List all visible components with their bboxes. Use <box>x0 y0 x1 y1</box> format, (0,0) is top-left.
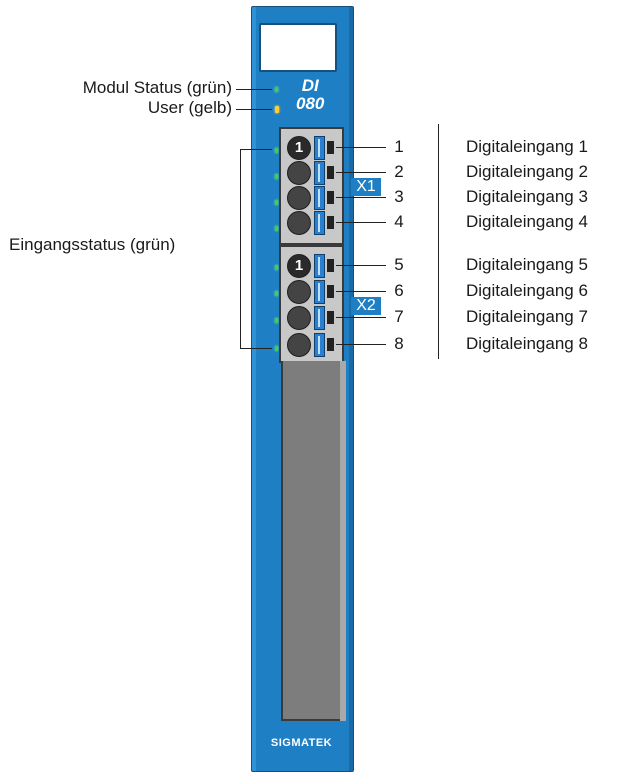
pin-number-2: 2 <box>394 162 404 181</box>
signal-label-7: Digitaleingang 7 <box>466 307 588 326</box>
pin-one-marker: 1 <box>294 257 304 274</box>
user-label: User (gelb) <box>147 98 232 117</box>
input-status-bracket <box>240 149 241 348</box>
pin-number-5: 5 <box>394 255 404 274</box>
pin-5-leader <box>336 265 386 266</box>
terminal-hole-7 <box>287 306 311 330</box>
terminal-hole-2 <box>287 161 311 185</box>
release-lever-4 <box>314 211 325 235</box>
blank-panel <box>281 361 342 721</box>
pin-number-4: 4 <box>394 212 404 231</box>
contact-2 <box>327 166 334 179</box>
signal-label-5: Digitaleingang 5 <box>466 255 588 274</box>
connector-x1-badge: X1 <box>351 178 381 196</box>
input-status-bracket-bottom <box>240 348 272 349</box>
release-lever-3 <box>314 186 325 210</box>
signal-label-2: Digitaleingang 2 <box>466 162 588 181</box>
input-status-bracket-top <box>240 149 272 150</box>
input-led-3 <box>275 200 278 205</box>
input-status-label: Eingangsstatus (grün) <box>9 235 176 254</box>
label-window <box>259 23 337 72</box>
release-lever-5 <box>314 254 325 278</box>
blank-panel-edge <box>340 361 346 721</box>
contact-6 <box>327 285 334 298</box>
input-led-7 <box>275 318 278 323</box>
terminal-hole-8 <box>287 333 311 357</box>
release-lever-2 <box>314 161 325 185</box>
pin-number-7: 7 <box>394 307 404 326</box>
release-lever-7 <box>314 306 325 330</box>
module-title-line2: 080 <box>296 94 325 113</box>
module-status-led <box>275 87 278 92</box>
input-led-5 <box>275 265 278 270</box>
user-leader <box>236 109 272 110</box>
pin-3-leader <box>336 197 386 198</box>
connector-x2-badge: X2 <box>351 297 381 315</box>
pin-1-leader <box>336 147 386 148</box>
signal-label-1: Digitaleingang 1 <box>466 137 588 156</box>
signal-label-6: Digitaleingang 6 <box>466 281 588 300</box>
input-led-2 <box>275 174 278 179</box>
terminal-hole-6 <box>287 280 311 304</box>
pin-6-leader <box>336 291 386 292</box>
release-lever-8 <box>314 333 325 357</box>
input-led-4 <box>275 226 278 231</box>
pin-number-1: 1 <box>394 137 404 156</box>
module-title-line1: DI <box>301 76 319 95</box>
release-lever-6 <box>314 280 325 304</box>
pin-number-3: 3 <box>394 187 404 206</box>
contact-7 <box>327 311 334 324</box>
brand-logo: SIGMATEK <box>270 737 333 749</box>
pin-2-leader <box>336 172 386 173</box>
pin-one-marker: 1 <box>294 139 304 156</box>
input-led-6 <box>275 291 278 296</box>
user-led <box>275 106 279 113</box>
contact-1 <box>327 141 334 154</box>
pin-7-leader <box>336 317 386 318</box>
module-title: DI 080 <box>296 77 324 113</box>
terminal-hole-3 <box>287 186 311 210</box>
signal-separator <box>438 124 439 359</box>
pin-number-8: 8 <box>394 334 404 353</box>
contact-3 <box>327 191 334 204</box>
input-led-8 <box>275 346 278 351</box>
contact-4 <box>327 216 334 229</box>
module-status-label: Modul Status (grün) <box>82 78 232 97</box>
contact-5 <box>327 259 334 272</box>
input-led-1 <box>275 148 278 153</box>
terminal-hole-1: 1 <box>287 136 311 160</box>
terminal-hole-5: 1 <box>287 254 311 278</box>
contact-8 <box>327 338 334 351</box>
signal-label-3: Digitaleingang 3 <box>466 187 588 206</box>
release-lever-1 <box>314 136 325 160</box>
signal-label-8: Digitaleingang 8 <box>466 334 588 353</box>
module-status-leader <box>236 89 272 90</box>
pin-8-leader <box>336 344 386 345</box>
signal-label-4: Digitaleingang 4 <box>466 212 588 231</box>
terminal-hole-4 <box>287 211 311 235</box>
pin-4-leader <box>336 222 386 223</box>
pin-number-6: 6 <box>394 281 404 300</box>
